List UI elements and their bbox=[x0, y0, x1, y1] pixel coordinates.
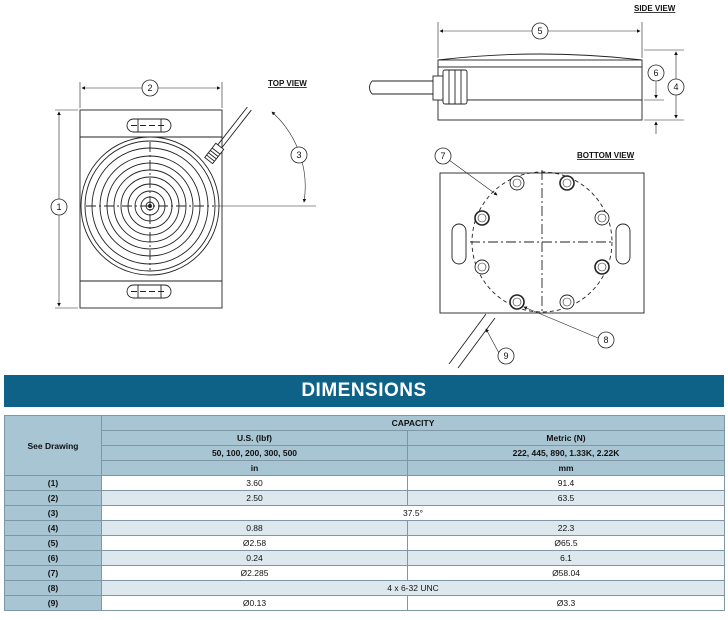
metric-capacities: 222, 445, 890, 1.33K, 2.22K bbox=[406, 445, 726, 461]
row-label: (8) bbox=[4, 580, 102, 596]
us-value: Ø2.58 bbox=[101, 535, 408, 551]
metric-value: 6.1 bbox=[406, 550, 726, 566]
top-view-label: TOP VIEW bbox=[268, 79, 307, 88]
row-label: (9) bbox=[4, 595, 102, 611]
callout-5: 5 bbox=[531, 22, 549, 40]
svg-text:5: 5 bbox=[537, 26, 542, 36]
row-label: (1) bbox=[4, 475, 102, 491]
see-drawing-header: See Drawing bbox=[4, 415, 102, 476]
callout-9: 9 bbox=[497, 347, 515, 365]
callout-3: 3 bbox=[290, 146, 308, 164]
svg-text:2: 2 bbox=[147, 83, 152, 93]
callout-1: 1 bbox=[50, 198, 68, 216]
capacity-header: CAPACITY bbox=[100, 415, 726, 431]
svg-text:8: 8 bbox=[603, 335, 608, 345]
dimensions-banner: DIMENSIONS bbox=[4, 375, 724, 407]
us-value: 3.60 bbox=[101, 475, 408, 491]
row-label: (4) bbox=[4, 520, 102, 536]
row-label: (6) bbox=[4, 550, 102, 566]
table-row: (3)37.5° bbox=[4, 505, 726, 521]
technical-drawing: TOP VIEW SIDE VIEW bbox=[50, 4, 685, 369]
metric-value: Ø3.3 bbox=[406, 595, 726, 611]
callout-4: 4 bbox=[667, 78, 685, 96]
us-value: 0.24 bbox=[101, 550, 408, 566]
metric-value: Ø58.04 bbox=[406, 565, 726, 581]
callout-7: 7 bbox=[434, 147, 452, 165]
svg-text:6: 6 bbox=[653, 68, 658, 78]
side-view bbox=[369, 22, 684, 134]
us-unit: in bbox=[101, 460, 408, 476]
bottom-view-label: BOTTOM VIEW bbox=[577, 151, 635, 160]
callout-6: 6 bbox=[647, 64, 665, 82]
metric-value: Ø65.5 bbox=[406, 535, 726, 551]
us-header: U.S. (lbf) bbox=[101, 430, 408, 446]
row-label: (7) bbox=[4, 565, 102, 581]
callout-8: 8 bbox=[597, 331, 615, 349]
dimensions-table: See Drawing CAPACITY U.S. (lbf) Metric (… bbox=[4, 415, 726, 611]
us-value: Ø0.13 bbox=[101, 595, 408, 611]
svg-text:3: 3 bbox=[296, 150, 301, 160]
us-capacities: 50, 100, 200, 300, 500 bbox=[101, 445, 408, 461]
svg-text:9: 9 bbox=[503, 351, 508, 361]
metric-value: 63.5 bbox=[406, 490, 726, 506]
svg-text:4: 4 bbox=[673, 82, 678, 92]
bottom-view bbox=[439, 159, 645, 369]
svg-text:1: 1 bbox=[56, 202, 61, 212]
us-value: Ø2.285 bbox=[101, 565, 408, 581]
header-row-systems: U.S. (lbf) Metric (N) bbox=[5, 430, 726, 446]
svg-text:7: 7 bbox=[440, 151, 445, 161]
merged-value: 4 x 6-32 UNC bbox=[100, 580, 726, 596]
table-row: (8)4 x 6-32 UNC bbox=[4, 580, 726, 596]
us-value: 0.88 bbox=[101, 520, 408, 536]
metric-header: Metric (N) bbox=[406, 430, 726, 446]
side-view-label: SIDE VIEW bbox=[634, 4, 676, 13]
header-row-capacities: 50, 100, 200, 300, 500 222, 445, 890, 1.… bbox=[5, 445, 726, 461]
metric-value: 91.4 bbox=[406, 475, 726, 491]
row-label: (5) bbox=[4, 535, 102, 551]
merged-value: 37.5° bbox=[100, 505, 726, 521]
us-value: 2.50 bbox=[101, 490, 408, 506]
header-row-capacity: See Drawing CAPACITY bbox=[4, 415, 726, 476]
row-label: (3) bbox=[4, 505, 102, 521]
top-view bbox=[55, 82, 316, 309]
row-label: (2) bbox=[4, 490, 102, 506]
callout-2: 2 bbox=[141, 79, 159, 97]
metric-value: 22.3 bbox=[406, 520, 726, 536]
bottom-holes bbox=[474, 175, 610, 310]
header-row-units: in mm bbox=[5, 460, 726, 476]
metric-unit: mm bbox=[406, 460, 726, 476]
